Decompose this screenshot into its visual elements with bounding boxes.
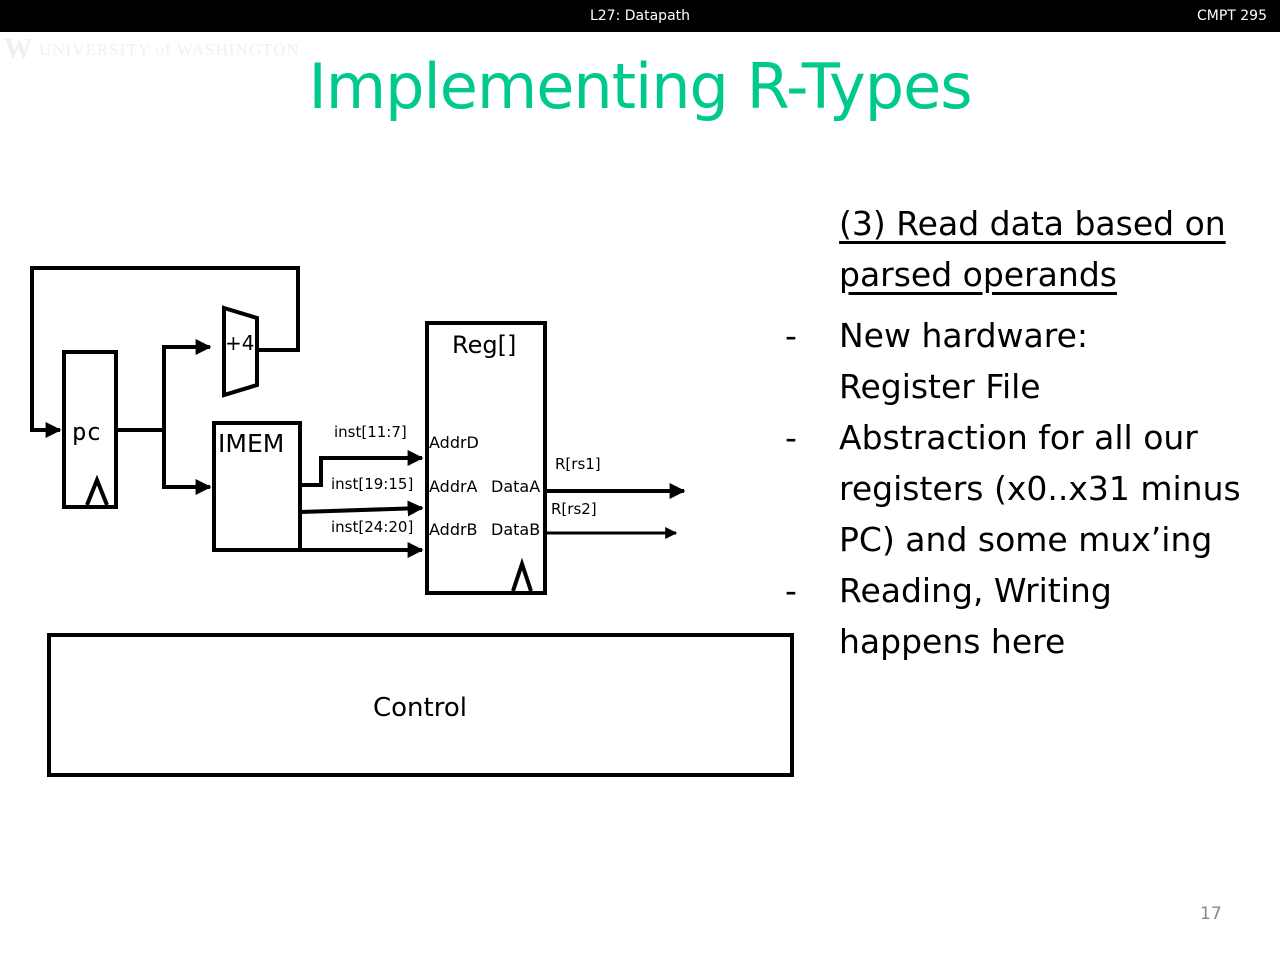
lecture-title: L27: Datapath	[589, 8, 691, 24]
control-block	[47, 633, 794, 777]
section-heading: (3) Read data based on parsed operands	[839, 198, 1265, 300]
regfile-clock-icon	[511, 557, 533, 592]
pc-label: pc	[72, 418, 101, 446]
inst-rs1-wire	[299, 500, 424, 517]
register-file-block	[425, 321, 547, 595]
heading-line-2: parsed operands	[839, 255, 1117, 294]
slide-title: Implementing R-Types	[308, 50, 972, 123]
bullet-line: PC) and some mux’ing	[839, 520, 1213, 559]
pc-clock-icon	[85, 474, 109, 506]
dash-bullet-icon: -	[785, 316, 797, 355]
uw-w-icon: W	[4, 34, 33, 65]
imem-block	[212, 421, 302, 552]
port-data-b: DataB	[491, 520, 540, 539]
imem-label: IMEM	[218, 429, 284, 458]
page-number: 17	[1200, 904, 1222, 924]
out-rs2-label: R[rs2]	[551, 500, 597, 518]
bullet-line: New hardware:	[839, 316, 1089, 355]
regfile-label: Reg[]	[452, 331, 516, 359]
bullet-item: - Reading, Writing happens here	[785, 565, 1265, 667]
bullet-list: (3) Read data based on parsed operands -…	[785, 198, 1265, 667]
heading-line-1: (3) Read data based on	[839, 204, 1226, 243]
port-addr-d: AddrD	[429, 433, 479, 452]
adder-plus4	[222, 305, 259, 398]
port-addr-b: AddrB	[429, 520, 478, 539]
inst-rd-wire	[300, 450, 424, 487]
inst-rs2-label: inst[24:20]	[331, 518, 413, 536]
inst-rs1-label: inst[19:15]	[331, 475, 413, 493]
bullet-line: happens here	[839, 622, 1066, 661]
bullet-line: Reading, Writing	[839, 571, 1112, 610]
bullet-line: Abstraction for all our	[839, 418, 1198, 457]
inst-rd-label: inst[11:7]	[334, 423, 407, 441]
port-data-a: DataA	[491, 477, 540, 496]
bullet-item: - New hardware: Register File	[785, 310, 1265, 412]
slide-header-bar: L27: Datapath CMPT 295	[0, 0, 1280, 32]
pc-to-imem-wire	[162, 430, 212, 495]
out-rs1-label: R[rs1]	[555, 455, 601, 473]
dash-bullet-icon: -	[785, 571, 797, 610]
pc-feedback-wire	[30, 266, 300, 438]
bullet-line: Register File	[839, 367, 1041, 406]
course-name: CMPT 295	[1196, 8, 1267, 24]
dash-bullet-icon: -	[785, 418, 797, 457]
pc-to-adder-wire	[116, 339, 212, 432]
control-label: Control	[373, 693, 467, 723]
university-logo: W UNIVERSITY of WASHINGTON	[4, 34, 300, 66]
adder-label: +4	[225, 331, 254, 355]
university-name: UNIVERSITY of WASHINGTON	[39, 40, 300, 59]
pc-register	[62, 350, 118, 509]
bullet-item: - Abstraction for all our registers (x0.…	[785, 412, 1265, 565]
port-addr-a: AddrA	[429, 477, 478, 496]
bullet-line: registers (x0..x31 minus	[839, 469, 1241, 508]
